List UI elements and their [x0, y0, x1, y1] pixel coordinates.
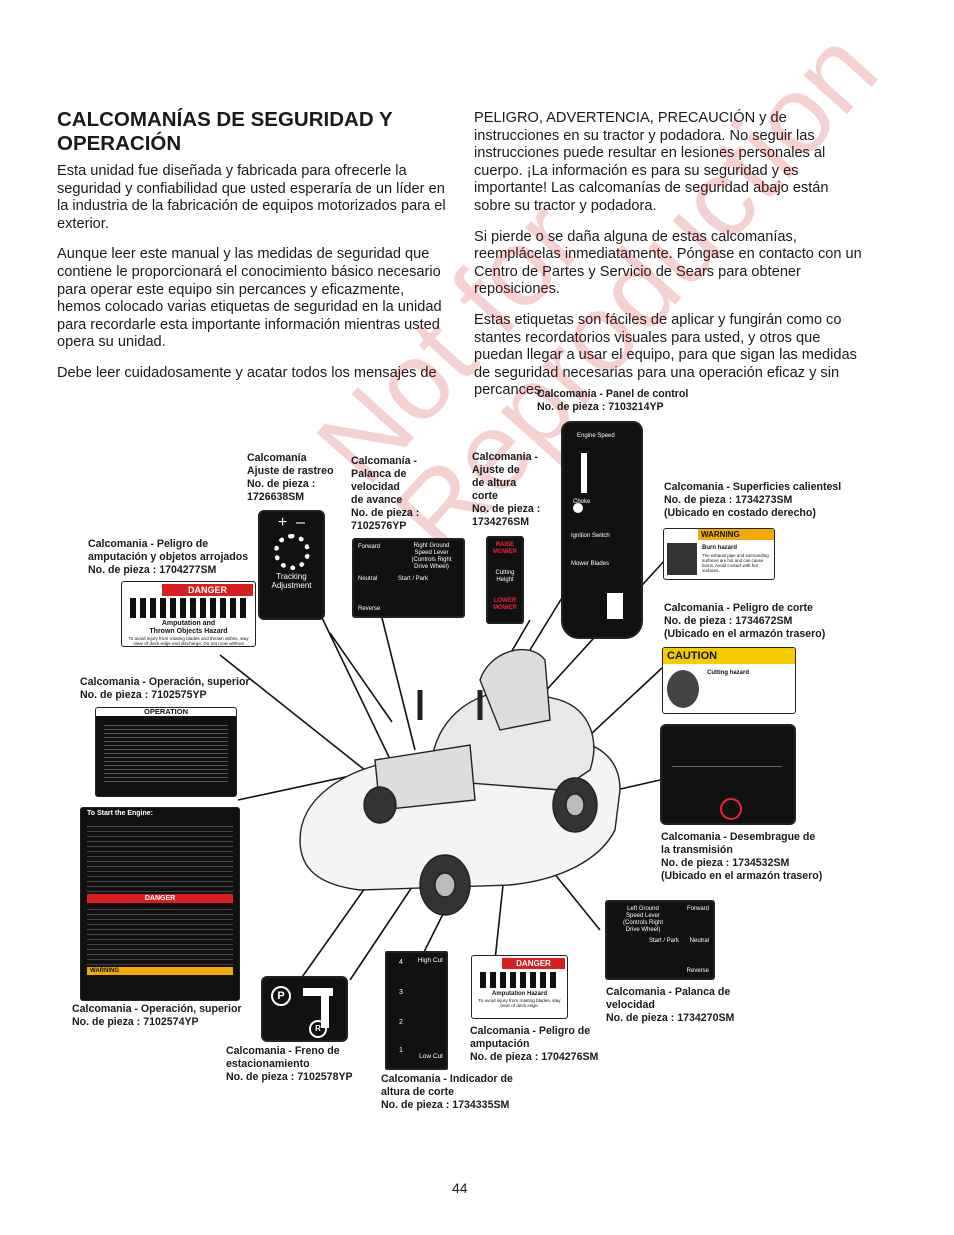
- parking-icon: P: [271, 986, 291, 1006]
- fan-pictogram: [667, 670, 699, 708]
- decal-hot-surfaces: WARNING Burn hazard The exhaust pipe and…: [663, 528, 775, 580]
- start-park-label: Start / Park: [649, 938, 680, 944]
- intro-column-left: Esta unidad fue diseñada y fabricada par…: [57, 163, 452, 396]
- callout-tracking: Calcomanía Ajuste de rastreo No. de piez…: [247, 452, 334, 503]
- callout-speed-lever-right: Calcomanía - Palanca de velocidad de ava…: [351, 455, 420, 532]
- callout-control-panel: Calcomania - Panel de control No. de pie…: [537, 388, 689, 413]
- ignition-label: Ignition Switch: [571, 533, 610, 539]
- decal-body: To avoid injury from rotating blades and…: [128, 636, 249, 646]
- instruction-text-block: [87, 822, 233, 892]
- paragraph: Si pierde o se daña alguna de estas calc…: [474, 228, 862, 298]
- callout-cut-height: Calcomania - Ajuste de de altura corte N…: [472, 451, 541, 528]
- decal-body: To avoid injury from rotating blades, st…: [478, 998, 561, 1008]
- decal-parking-brake: P R: [261, 976, 348, 1042]
- callout-speed-lever-left: Calcomania - Palanca de velocidad No. de…: [606, 986, 735, 1024]
- mower-outline: [299, 649, 621, 916]
- step-row: [672, 736, 782, 767]
- paragraph: Debe leer cuidadosamente y acatar todos …: [57, 364, 437, 381]
- danger-label: DANGER: [502, 958, 565, 969]
- callout-operation-lower: Calcomania - Operación, superior No. de …: [72, 1003, 242, 1028]
- neutral-label: Neutral: [358, 576, 378, 582]
- callout-amputation-thrown: Calcomania - Peligro de amputación y obj…: [88, 538, 249, 576]
- callout-hot-surfaces: Calcomania - Superficies calientesl No. …: [664, 481, 842, 519]
- brake-lever-icon: [321, 988, 329, 1028]
- forward-label: Forward: [686, 906, 709, 912]
- decal-title: Amputation and Thrown Objects Hazard: [149, 620, 228, 635]
- decal-title: Right Ground Speed Lever (Controls Right…: [411, 543, 452, 570]
- high-cut-label: High Cut: [417, 957, 443, 964]
- mower-blades-label: Mower Blades: [571, 561, 610, 567]
- operation-title: OPERATION: [96, 708, 236, 716]
- callout-transmission: Calcomania - Desembrague de la transmisi…: [661, 831, 823, 882]
- blade-switch: [607, 593, 623, 619]
- danger-label: DANGER: [87, 894, 233, 903]
- intro-column-right: PELIGRO, ADVERTENCIA, PRECAUCIÓN y de in…: [474, 110, 866, 413]
- paragraph: PELIGRO, ADVERTENCIA, PRECAUCIÓN y de in…: [474, 110, 829, 214]
- cut-height-label: Cutting Height: [495, 570, 515, 583]
- cutting-title: Cutting hazard: [707, 670, 749, 676]
- decal-control-panel: Engine Speed Choke Ignition Switch Mower…: [561, 421, 643, 639]
- throttle-icon: [581, 453, 587, 493]
- start-park-label: Start / Park: [398, 576, 429, 582]
- instruction-text-block: [87, 905, 233, 965]
- decal-amputation: DANGER Amputation Hazard To avoid injury…: [471, 955, 568, 1019]
- forward-label: Forward: [358, 544, 381, 550]
- height-mark: 2: [399, 1019, 403, 1026]
- callout-cutting-hazard: Calcomania - Peligro de corte No. de pie…: [664, 602, 826, 640]
- low-cut-label: Low Cut: [419, 1053, 443, 1060]
- engine-speed-label: Engine Speed: [577, 433, 615, 439]
- caution-label: CAUTION: [663, 648, 795, 664]
- warning-label: WARNING: [87, 967, 233, 975]
- choke-label: Choke: [573, 499, 591, 505]
- height-mark: 4: [399, 959, 403, 966]
- no-symbol-icon: [720, 798, 742, 820]
- callout-parking-brake: Calcomania - Freno de estacionamiento No…: [226, 1045, 353, 1083]
- reverse-label: Reverse: [358, 606, 381, 612]
- lower-label: LOWER MOWER: [493, 598, 517, 611]
- burn-pictogram: [667, 543, 697, 575]
- danger-label: DANGER: [162, 584, 253, 596]
- burn-title: Burn hazard: [702, 545, 738, 551]
- decal-cut-height: RAISE MOWER Cutting Height LOWER MOWER: [486, 536, 524, 624]
- hazard-pictogram: [480, 972, 559, 988]
- instruction-text-block: [104, 722, 228, 782]
- hazard-pictogram: [130, 598, 247, 618]
- burn-body: The exhaust pipe and surrounding surface…: [702, 553, 769, 573]
- callout-operation-upper: Calcomania - Operación, superior No. de …: [80, 676, 250, 701]
- page-heading: CALCOMANÍAS DE SEGURIDAD Y OPERACIÓN: [57, 108, 393, 155]
- reverse-label: Reverse: [686, 968, 709, 974]
- decal-operation-upper: OPERATION: [95, 707, 237, 797]
- paragraph: Esta unidad fue diseñada y fabricada par…: [57, 163, 446, 232]
- decal-amputation-thrown: DANGER Amputation and Thrown Objects Haz…: [121, 581, 256, 647]
- gear-icon: [273, 534, 310, 570]
- decal-speed-lever-left: Left Ground Speed Lever (Controls Right …: [605, 900, 715, 980]
- callout-height-indicator: Calcomania - Indicador de altura de cort…: [381, 1073, 513, 1111]
- brake-lever-icon: [303, 988, 333, 996]
- decal-tracking: + – Tracking Adjustment: [258, 510, 325, 620]
- decal-title: Amputation Hazard: [491, 991, 547, 997]
- decal-title: Left Ground Speed Lever (Controls Right …: [622, 906, 663, 933]
- release-icon: R: [309, 1020, 327, 1038]
- page-number: 44: [452, 1180, 468, 1196]
- decal-cutting-hazard: CAUTION Cutting hazard: [662, 647, 796, 714]
- choke-dot: [573, 503, 583, 513]
- decal-height-indicator: High Cut 4 3 2 1 Low Cut: [385, 951, 448, 1070]
- callout-amputation: Calcomania - Peligro de amputación No. d…: [470, 1025, 599, 1063]
- decal-label: Tracking Adjustment: [271, 572, 312, 590]
- plus-minus-icon: + –: [277, 514, 306, 531]
- neutral-label: Neutral: [689, 938, 709, 944]
- warning-label: WARNING: [698, 529, 774, 540]
- height-mark: 1: [399, 1047, 403, 1054]
- decal-operation-lower: To Start the Engine: DANGER WARNING: [80, 807, 240, 1001]
- decal-speed-lever-right: Forward Right Ground Speed Lever (Contro…: [352, 538, 465, 618]
- start-title: To Start the Engine:: [87, 810, 153, 817]
- decal-transmission: [660, 724, 796, 825]
- raise-label: RAISE MOWER: [493, 542, 517, 555]
- paragraph: Estas etiquetas son fáciles de aplicar y…: [474, 311, 857, 399]
- paragraph: Aunque leer este manual y las medidas de…: [57, 246, 442, 351]
- height-mark: 3: [399, 989, 403, 996]
